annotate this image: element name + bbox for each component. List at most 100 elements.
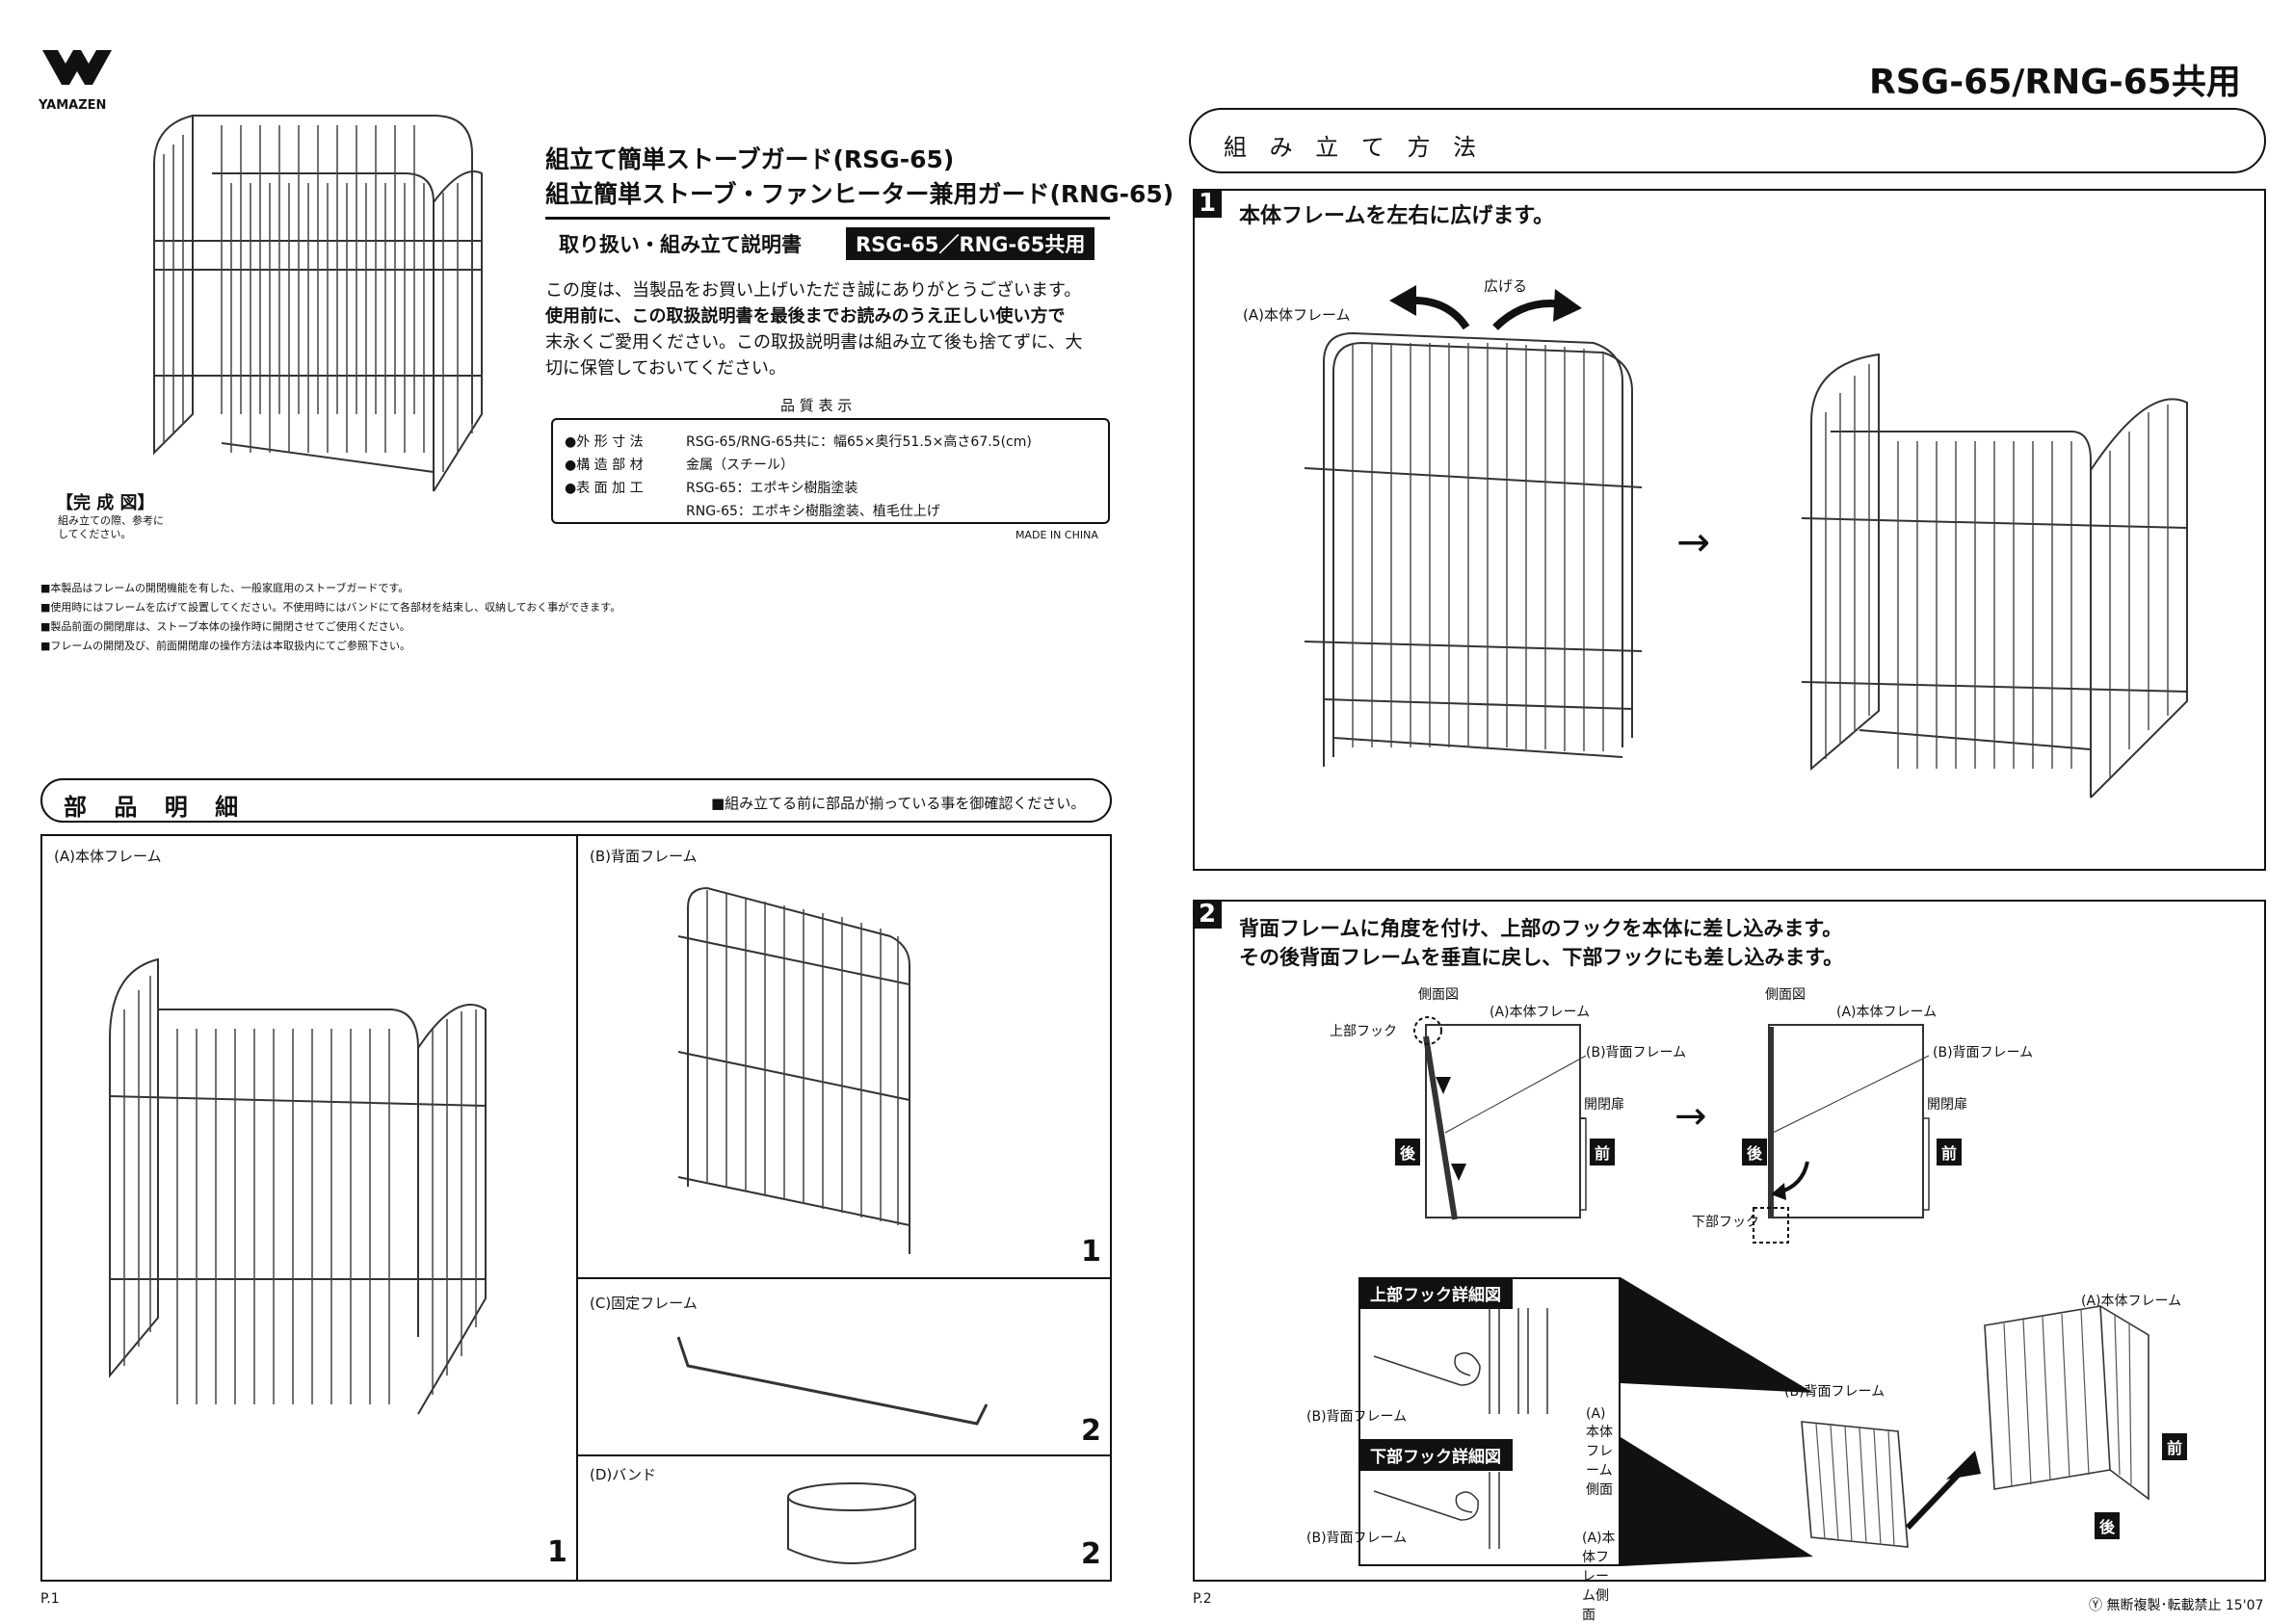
frame-b-label-2: (B)背面フレーム [1933,1045,2034,1061]
manual-badge: RSG-65／RNG-65共用 [846,227,1095,260]
step2-text-1: 背面フレームに角度を付け、上部のフックを本体に差し込みます。 [1239,917,1843,940]
parts-hdivider-1 [576,1277,1110,1279]
front-badge-1: 前 [1590,1139,1616,1166]
step1-opened-frame [1801,353,2188,799]
title-divider [545,217,1110,220]
door-label-2: 開閉扉 [1927,1097,1967,1113]
intro-line-4: 切に保管しておいてください。 [545,358,786,379]
bottom-hook-detail-title: 下部フック詳細図 [1358,1439,1513,1471]
frame-a-label-2: (A)本体フレーム [1836,1005,1938,1020]
back-badge-1: 後 [1395,1139,1421,1166]
parts-section-note: ■組み立てる前に部品が揃っている事を御確認ください。 [711,795,1086,812]
iso-frame-a-label: (A)本体フレーム [2081,1294,2182,1309]
complete-figure-note-1: 組み立ての際、参考に [58,514,164,527]
quality-row-3-value: RSG-65：エポキシ樹脂塗装 [686,481,858,496]
quality-box: ●外 形 寸 法 RSG-65/RNG-65共に：幅65×奥行51.5×高さ67… [551,418,1110,524]
side-view-diagram-1 [1413,1016,1587,1220]
part-d-label: (D)バンド [590,1466,657,1483]
step1-folded-frame [1304,331,1643,767]
top-hook-detail-title: 上部フック詳細図 [1358,1277,1513,1309]
step2-number: 2 [1193,900,1222,929]
bottom-hook-detail-drawing [1373,1472,1500,1549]
step2-text-2: その後背面フレームを垂直に戻し、下部フックにも差し込みます。 [1239,946,1844,969]
parts-section-header: 部 品 明 細 ■組み立てる前に部品が揃っている事を御確認ください。 [40,778,1112,823]
part-a-qty: 1 [547,1535,567,1569]
complete-figure-note-2: してください。 [58,528,132,540]
front-badge-2: 前 [1937,1139,1963,1166]
bottom-hook-label: 下部フック [1692,1215,1759,1230]
step1-spread-label: 広げる [1484,277,1528,295]
part-c-illustration [676,1336,989,1426]
top-hook-label-1: 上部フック [1330,1024,1397,1039]
top-detail-frame-b: (B)背面フレーム [1306,1409,1408,1425]
brand-name: YAMAZEN [39,98,107,113]
part-c-qty: 2 [1081,1414,1101,1448]
copyright: Ⓨ 無断複製･転載禁止 15'07 [2089,1598,2264,1613]
frame-b-label-1: (B)背面フレーム [1586,1045,1687,1061]
quality-row-2-value: 金属（スチール） [686,458,794,473]
note-2: ■使用時にはフレームを広げて設置してください。不使用時にはバンドにて各部材を結束… [40,601,621,614]
part-d-illustration [787,1482,916,1564]
iso-frame-b-label: (B)背面フレーム [1784,1384,1885,1400]
note-3: ■製品前面の開閉扉は、ストーブ本体の操作時に開閉させてご使用ください。 [40,620,410,633]
page-number-2: P.2 [1193,1591,1212,1607]
intro-line-3: 末永くご愛用ください。この取扱説明書は組み立て後も捨てずに、大 [545,328,1082,354]
door-label-1: 開閉扉 [1584,1097,1624,1113]
note-4: ■フレームの開閉及び、前面開閉扉の操作方法は本取扱内にてご参照下さい。 [40,640,411,652]
spread-arrows-icon [1389,285,1582,330]
manual-label: 取り扱い・組み立て説明書 [559,233,802,256]
back-badge-2: 後 [1742,1139,1768,1166]
step1-number: 1 [1193,189,1222,218]
part-b-qty: 1 [1081,1235,1101,1269]
intro-line-1: この度は、当製品をお買い上げいただき誠にありがとうございます。 [545,280,1082,301]
product-title-2: 組立簡単ストーブ・ファンヒーター兼用ガード(RNG-65) [545,180,1174,208]
step2-arrow: → [1674,1094,1707,1139]
assembly-section-header: 組 み 立 て 方 法 [1189,108,2266,173]
yamazen-logo-icon [42,50,112,85]
parts-vdivider [576,836,578,1580]
iso-front-badge: 前 [2162,1433,2188,1460]
bottom-detail-frame-b: (B)背面フレーム [1306,1531,1408,1546]
assembly-section-title: 組 み 立 て 方 法 [1224,134,1485,161]
complete-figure-label: 【完 成 図】 [56,493,155,513]
quality-row-4-value: RNG-65：エポキシ樹脂塗装、植毛仕上げ [686,504,940,519]
brand-logo: YAMAZEN [39,46,116,119]
part-b-illustration [677,886,910,1254]
quality-row-1-label: ●外 形 寸 法 [565,434,644,450]
step1-box: 1 本体フレームを左右に広げます。 (A)本体フレーム 広げる → [1193,189,2266,871]
intro-line-3-text: 末永くご愛用ください。この取扱説明書は組み立て後も捨てずに、大 [545,332,1083,353]
side-view-diagram-2 [1753,1024,1930,1244]
intro-line-2: 使用前に、この取扱説明書を最後までお読みのうえ正しい使い方で [545,306,1066,327]
iso-back-badge: 後 [2095,1512,2121,1539]
part-d-qty: 2 [1081,1537,1101,1571]
note-1: ■本製品はフレームの開閉機能を有した、一般家庭用のストーブガードです。 [40,582,409,594]
part-c-label: (C)固定フレーム [590,1295,698,1312]
header-model: RSG-65/RNG-65共用 [1869,63,2241,102]
top-hook-detail-box: 上部フック詳細図 (B)背面フレーム (A)本体フレーム側面 下部フック詳細図 … [1306,1277,1621,1623]
page-number-1: P.1 [40,1591,60,1607]
quality-row-2-label: ●構 造 部 材 [565,458,644,473]
top-detail-frame-a-side: (A)本体フレーム側面 [1586,1406,1613,1498]
step1-frame-label: (A)本体フレーム [1243,306,1351,324]
parts-hdivider-2 [576,1454,1110,1456]
frame-a-label-1: (A)本体フレーム [1490,1005,1591,1020]
part-b-label: (B)背面フレーム [590,848,698,865]
iso-assembly-drawing [1801,1305,2149,1548]
parts-section-title: 部 品 明 細 [64,794,249,821]
complete-guard-illustration [153,114,483,492]
quality-row-3-label: ●表 面 加 工 [565,481,644,496]
part-a-label: (A)本体フレーム [54,848,162,865]
side-view-label-2: 側面図 [1765,987,1806,1003]
step2-box: 2 背面フレームに角度を付け、上部のフックを本体に差し込みます。 その後背面フレ… [1193,900,2266,1623]
step1-arrow: → [1676,518,1711,565]
product-title-1: 組立て簡単ストーブガード(RSG-65) [545,145,955,173]
detail-callout-lines [1621,1277,1813,1566]
quality-title: 品 質 表 示 [780,397,853,414]
quality-row-1-value: RSG-65/RNG-65共に：幅65×奥行51.5×高さ67.5(cm) [686,434,1032,450]
made-in: MADE IN CHINA [1015,529,1098,541]
side-view-label-1: 側面図 [1418,987,1459,1003]
top-hook-detail-drawing [1373,1308,1548,1414]
parts-grid: (A)本体フレーム 1 (B)背面フレーム [40,834,1112,1582]
part-a-illustration [109,957,487,1415]
bottom-detail-frame-a-side: (A)本体フレーム側面 [1582,1531,1616,1623]
